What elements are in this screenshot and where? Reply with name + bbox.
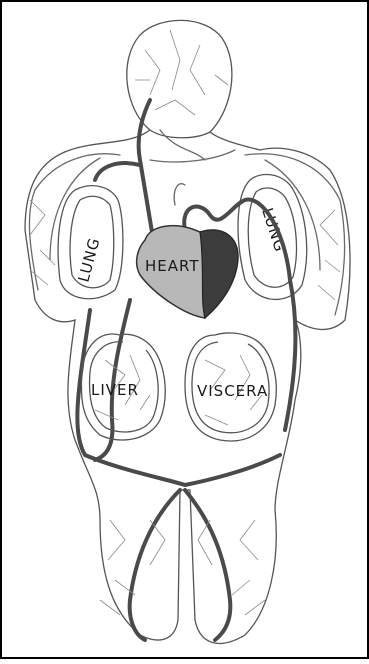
label-heart: HEART <box>145 257 200 275</box>
label-liver: LIVER <box>91 381 139 399</box>
label-viscera: VISCERA <box>197 382 268 400</box>
